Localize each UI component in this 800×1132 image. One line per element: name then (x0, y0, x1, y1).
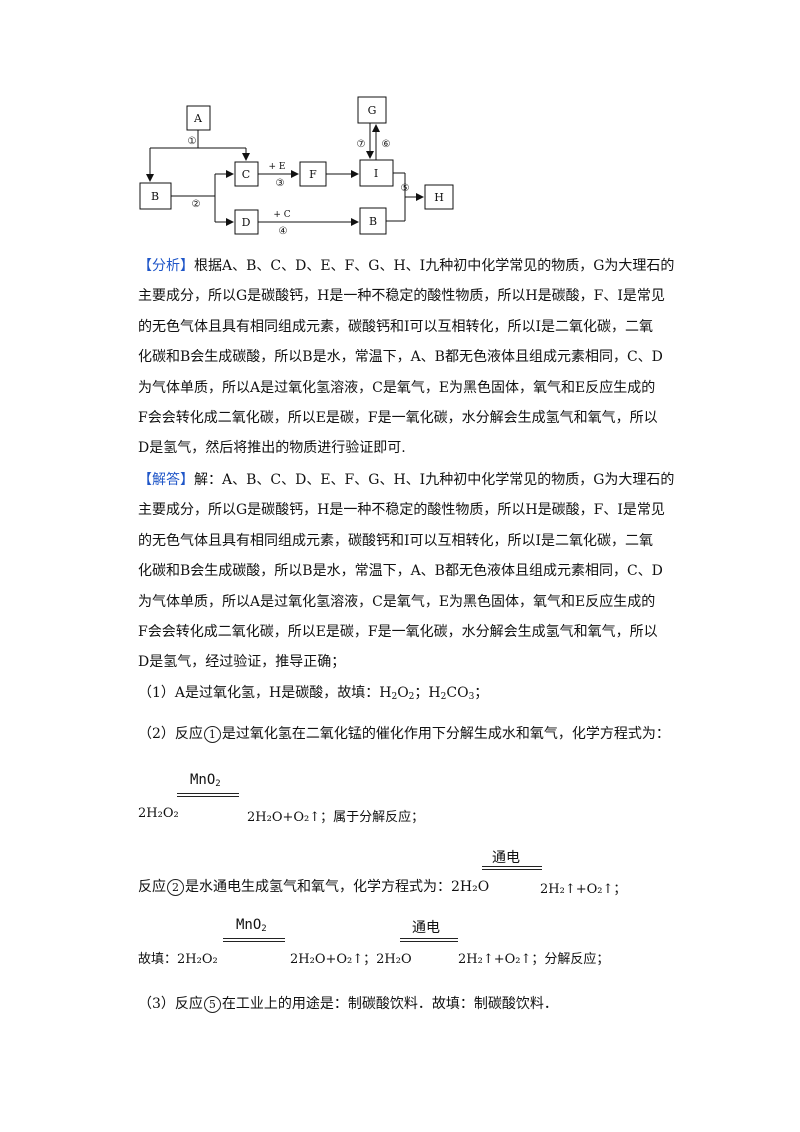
box-g (357, 96, 387, 124)
label-2: ② (192, 199, 201, 210)
reaction-bar-4b (400, 941, 458, 942)
fill-mid: 2H₂O+O₂↑；2H₂O (290, 952, 412, 967)
reaction-bar-2a (482, 866, 542, 867)
label-7: ⑦ (357, 139, 366, 150)
answer-line-5: 为气体单质，所以A是过氧化氢溶液，C是氧气，E为黑色固体，氧气和E反应生成的 (138, 593, 656, 610)
box-b-label: B (151, 190, 159, 203)
analysis-line-2: 主要成分，所以G是碳酸钙，H是一种不稳定的酸性物质，所以H是碳酸，F、I是常见 (138, 288, 665, 305)
label-plus-e: + E (269, 162, 286, 172)
reaction-bar-1a (177, 793, 239, 794)
fill-prefix: 故填：2H₂O₂ (138, 952, 218, 967)
catalyst-label-2: MnO2 (236, 917, 267, 934)
analysis-line-7: D是氢气，然后将推出的物质进行验证即可. (138, 440, 406, 457)
box-f-label: F (309, 168, 317, 181)
box-g-label: G (368, 104, 377, 117)
analysis-tag: 【分析】 (138, 258, 194, 274)
answer-line-6: F会会转化成二氧化碳，所以E是碳，F是一氧化碳，水分解会生成氢气和氧气，所以 (138, 624, 658, 641)
analysis-section: 【分析】根据A、B、C、D、E、F、G、H、I九种初中化学常见的物质，G为大理石… (138, 251, 683, 464)
analysis-line-5: 为气体单质，所以A是过氧化氢溶液，C是氧气，E为黑色固体，氧气和E反应生成的 (138, 379, 656, 396)
electric-label-1: 通电 (492, 850, 520, 866)
label-6: ⑥ (382, 139, 391, 150)
box-i-label: I (374, 167, 378, 180)
answer-line-3: 的无色气体且具有相同组成元素，碳酸钙和I可以互相转化，所以I是二氧化碳，二氧 (138, 532, 654, 549)
eq2-right: 2H₂↑+O₂↑； (540, 882, 627, 897)
analysis-line-1: 【分析】根据A、B、C、D、E、F、G、H、I九种初中化学常见的物质，G为大理石… (138, 258, 675, 274)
catalyst-label-1: MnO2 (190, 772, 221, 789)
answer-tag: 【解答】 (138, 472, 194, 488)
box-a-label: A (193, 112, 203, 125)
reaction-bar-3b (223, 941, 285, 942)
label-plus-c: + C (273, 210, 290, 220)
q1-line: （1）A是过氧化氢，H是碳酸，故填：H2O2；H2CO3； (138, 685, 489, 702)
label-1: ① (188, 136, 197, 147)
analysis-line-3: 的无色气体且具有相同组成元素，碳酸钙和I可以互相转化，所以I是二氧化碳，二氧 (138, 318, 654, 335)
answer-line-7: D是氢气，经过验证，推导正确； (138, 654, 346, 671)
answer-line-2: 主要成分，所以G是碳酸钙，H是一种不稳定的酸性物质，所以H是碳酸，F、I是常见 (138, 502, 665, 519)
box-b2-label: B (369, 215, 377, 228)
box-c-label: C (242, 168, 250, 181)
electric-label-2: 通电 (412, 920, 440, 936)
analysis-line-6: F会会转化成二氧化碳，所以E是碳，F是一氧化碳，水分解会生成氢气和氧气，所以 (138, 410, 658, 427)
circled-number-1: 1 (203, 726, 221, 743)
answer-section: 【解答】解：A、B、C、D、E、F、G、H、I九种初中化学常见的物质，G为大理石… (138, 465, 683, 678)
reaction-bar-4a (400, 938, 458, 939)
box-d-label: D (242, 216, 251, 229)
circled-number-5: 5 (203, 996, 221, 1013)
box-h-label: H (434, 191, 444, 204)
label-3: ③ (276, 178, 285, 189)
fill-end: 2H₂↑+O₂↑；分解反应； (458, 952, 610, 967)
reaction-bar-3a (223, 938, 285, 939)
eq1-right: 2H₂O+O₂↑；属于分解反应； (247, 810, 425, 825)
box-h (424, 184, 454, 210)
reaction-flow-diagram: A B C D F I B G H ① ② + E ③ + C ④ ⑤ ⑥ ⑦ (139, 96, 454, 237)
eq1-left: 2H₂O₂ (138, 806, 179, 821)
reaction-bar-2b (482, 869, 542, 870)
answer-line-1: 【解答】解：A、B、C、D、E、F、G、H、I九种初中化学常见的物质，G为大理石… (138, 472, 675, 488)
analysis-line-4: 化碳和B会生成碳酸，所以B是水，常温下，A、B都无色液体且组成元素相同，C、D (138, 349, 663, 366)
circled-number-2: 2 (167, 879, 184, 896)
answer-line-4: 化碳和B会生成碳酸，所以B是水，常温下，A、B都无色液体且组成元素相同，C、D (138, 563, 663, 580)
label-4: ④ (279, 226, 288, 237)
label-5: ⑤ (401, 183, 410, 194)
reaction-bar-1b (177, 796, 239, 797)
